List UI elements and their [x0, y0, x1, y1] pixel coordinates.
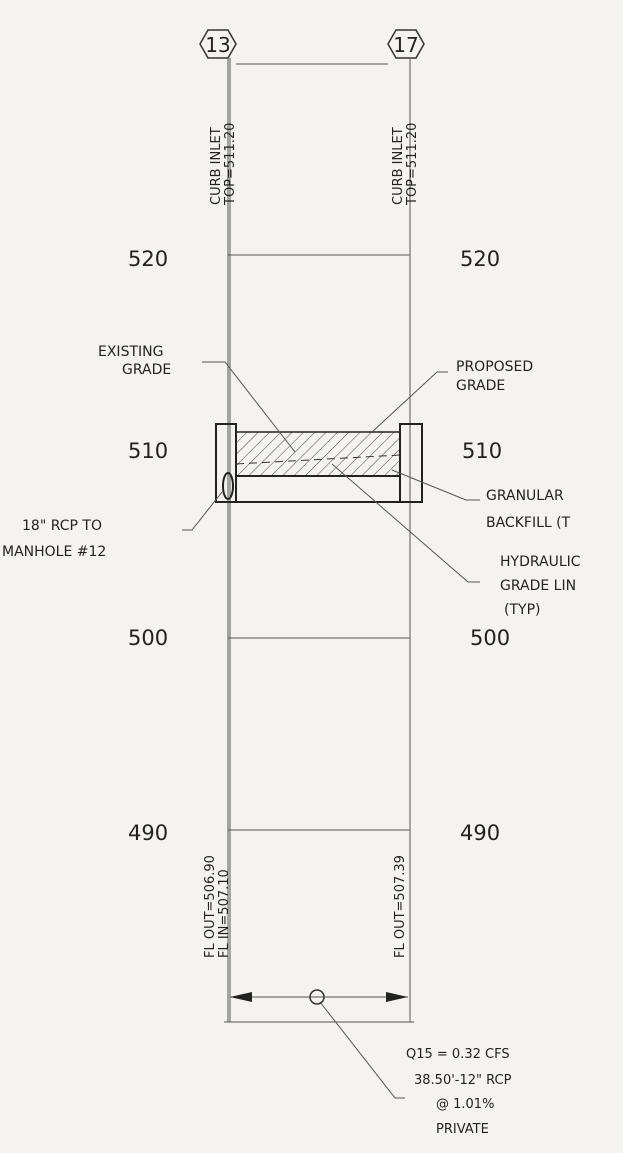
backfill-label-1: GRANULAR [486, 488, 564, 504]
elev-right-510: 510 [462, 439, 502, 463]
elev-left-490: 490 [128, 821, 168, 845]
proposed-grade-label-1: PROPOSED [456, 359, 533, 375]
pipe-callout-line-4: PRIVATE [436, 1122, 489, 1137]
fl-out-13: FL OUT=506.90 [203, 855, 218, 958]
elev-right-520: 520 [460, 247, 500, 271]
hydraulic-grade-line [235, 454, 401, 465]
inlet-17-flowline-labels: FL OUT=507.39 [393, 855, 408, 958]
inlet-17-type-label: CURB INLET [391, 127, 406, 205]
backfill-label-2: BACKFILL (T [486, 515, 571, 531]
rcp-pipe-end [222, 472, 234, 500]
existing-grade-label-2: GRADE [122, 362, 171, 378]
inlet-13-labels: CURB INLET TOP=511.20 [209, 123, 238, 206]
proposed-grade-leader [371, 371, 448, 433]
inlet-17-labels: CURB INLET TOP=511.20 [391, 123, 420, 206]
pipe-length-dimension [224, 989, 414, 1023]
fl-out-17: FL OUT=507.39 [393, 855, 408, 958]
inlet-13-top-label: TOP=511.20 [223, 123, 238, 206]
existing-grade-label-1: EXISTING [98, 344, 163, 360]
elev-right-500: 500 [470, 626, 510, 650]
proposed-grade-label-2: GRADE [456, 378, 505, 394]
elev-left-510: 510 [128, 439, 168, 463]
rcp-label-2: MANHOLE #12 [2, 544, 106, 560]
inlet-17-top-label: TOP=511.20 [405, 123, 420, 206]
structure-13-tag: 13 [199, 29, 237, 59]
inlet-13-flowline-labels: FL OUT=506.90 FL IN=507.10 [203, 855, 232, 958]
pipe-callout-line-3: @ 1.01% [436, 1097, 494, 1112]
pipe-callout-leader [319, 1001, 405, 1099]
structure-17-id: 17 [393, 33, 418, 57]
elev-left-500: 500 [128, 626, 168, 650]
structure-13-id: 13 [205, 33, 230, 57]
inlet-17-box [399, 423, 423, 503]
elev-right-490: 490 [460, 821, 500, 845]
hgl-leader [331, 463, 480, 583]
hgl-label-2: GRADE LIN [500, 578, 576, 594]
hgl-label-3: (TYP) [504, 602, 540, 618]
pipe-callout-line-1: Q15 = 0.32 CFS [406, 1047, 510, 1062]
pipe-callout-line-2: 38.50'-12" RCP [414, 1073, 512, 1088]
elev-left-520: 520 [128, 247, 168, 271]
structure-17-tag: 17 [387, 29, 425, 59]
inlet-13-type-label: CURB INLET [209, 127, 224, 205]
backfill-leader [391, 469, 480, 501]
fl-in-13: FL IN=507.10 [217, 869, 232, 958]
existing-grade-leader [202, 361, 296, 453]
hgl-label-1: HYDRAULIC [500, 554, 581, 570]
granular-backfill-section [215, 423, 423, 503]
rcp-label-1: 18" RCP TO [22, 518, 102, 534]
pipe-marker-circle [309, 989, 325, 1005]
rcp-leader [182, 491, 223, 531]
